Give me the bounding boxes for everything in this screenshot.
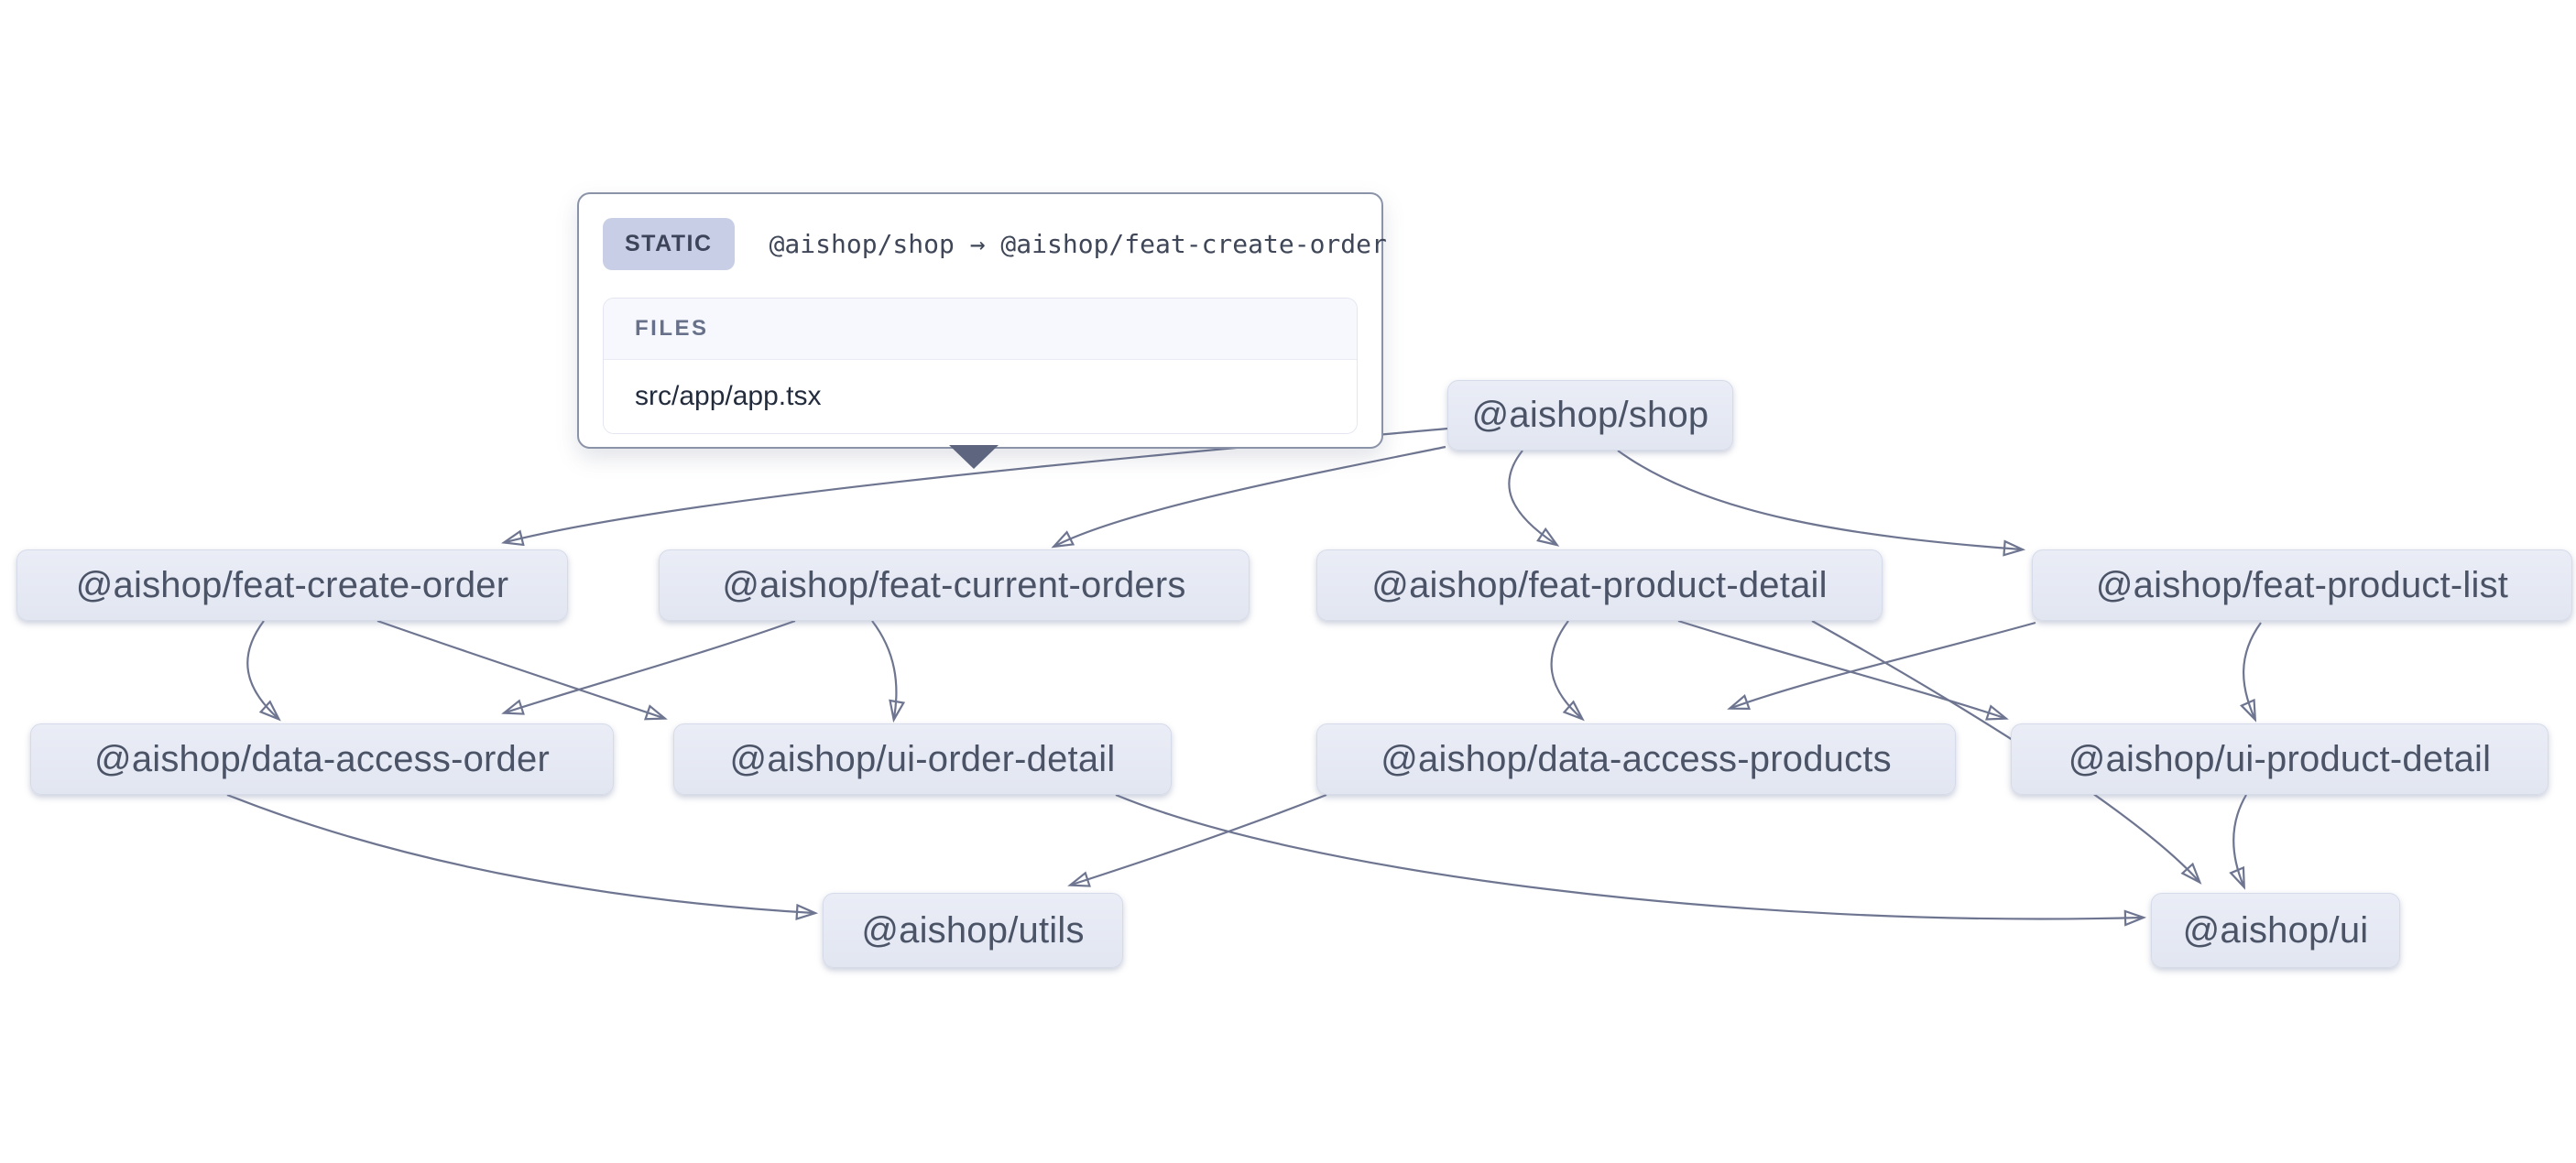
node-data-access-products[interactable]: @aishop/data-access-products [1316,723,1956,795]
node-utils[interactable]: @aishop/utils [823,893,1123,968]
node-ui[interactable]: @aishop/ui [2151,893,2400,968]
edge-tooltip-title: @aishop/shop → @aishop/feat-create-order [769,229,1387,259]
edge-feat-product-detail-to-data-access-products[interactable] [1550,620,1581,718]
files-panel: FILES src/app/app.tsx [603,298,1358,434]
node-data-access-order[interactable]: @aishop/data-access-order [30,723,614,795]
edge-shop-to-feat-current-orders[interactable] [1055,445,1446,546]
edge-feat-product-list-to-ui-product-detail[interactable] [2243,622,2262,718]
node-ui-order-detail[interactable]: @aishop/ui-order-detail [673,723,1172,795]
tooltip-pointer-arrow [949,445,999,469]
edge-ui-product-detail-to-ui[interactable] [2233,794,2247,886]
file-path-item: src/app/app.tsx [604,360,1357,433]
edge-shop-to-feat-product-detail[interactable] [1508,450,1555,544]
node-ui-product-detail[interactable]: @aishop/ui-product-detail [2011,723,2549,795]
edge-feat-current-orders-to-ui-order-detail[interactable] [871,620,896,718]
node-feat-current-orders[interactable]: @aishop/feat-current-orders [659,549,1250,621]
node-feat-product-detail[interactable]: @aishop/feat-product-detail [1316,549,1883,621]
edge-feat-create-order-to-data-access-order[interactable] [246,620,278,718]
node-shop[interactable]: @aishop/shop [1447,380,1733,451]
files-panel-header: FILES [604,299,1357,360]
edge-tooltip: STATIC @aishop/shop → @aishop/feat-creat… [577,192,1387,469]
node-feat-product-list[interactable]: @aishop/feat-product-list [2032,549,2572,621]
edge-data-access-order-to-utils[interactable] [226,793,813,913]
edge-tooltip-header: STATIC @aishop/shop → @aishop/feat-creat… [579,194,1387,270]
edge-shop-to-feat-product-list[interactable] [1617,450,2021,549]
edge-feat-current-orders-to-data-access-order[interactable] [506,619,796,712]
edge-ui-order-detail-to-ui[interactable] [1115,793,2142,918]
edge-feat-create-order-to-ui-order-detail[interactable] [377,619,663,718]
edge-feat-product-list-to-data-access-products[interactable] [1731,621,2036,708]
edge-data-access-products-to-utils[interactable] [1072,793,1327,885]
node-feat-create-order[interactable]: @aishop/feat-create-order [16,549,568,621]
edge-type-badge: STATIC [603,218,735,270]
